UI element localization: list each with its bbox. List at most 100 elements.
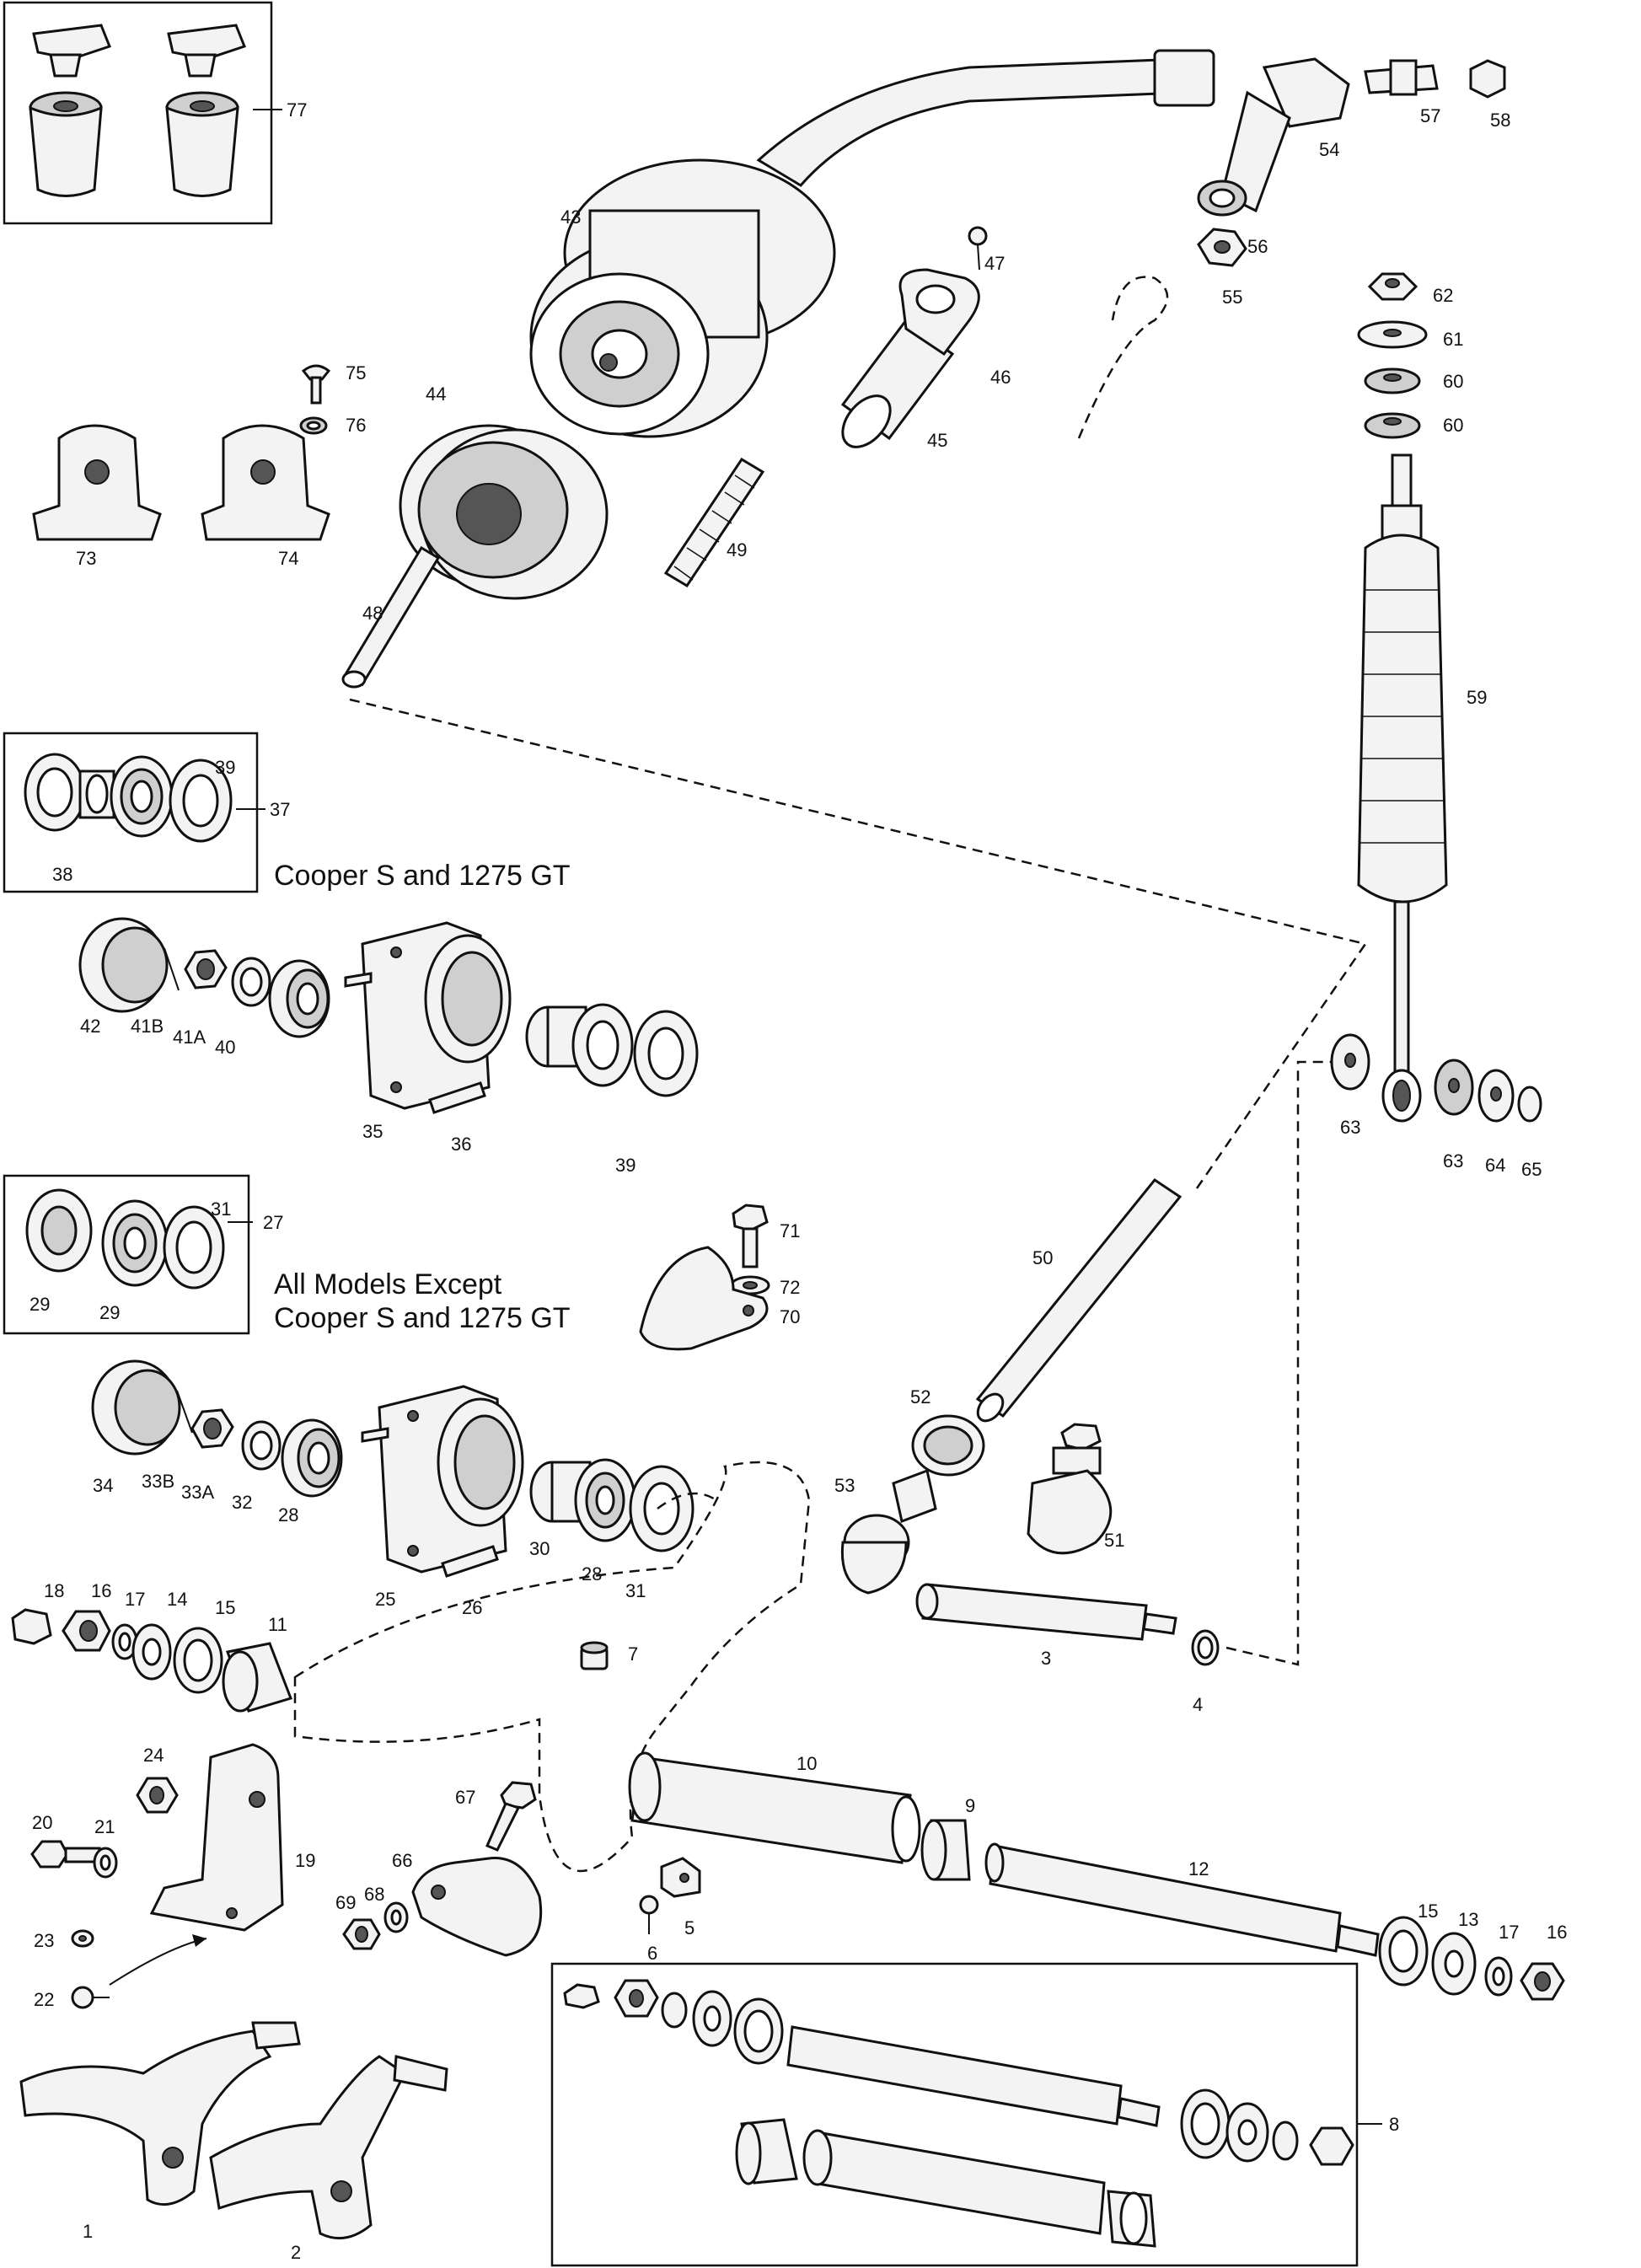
callout-41B: 41B [131,1016,164,1037]
part-13-washer [1431,1932,1477,1996]
part-77-bump-rubbers [29,24,246,197]
callout-39-inset: 39 [215,757,235,778]
part-53-ball-pin [840,1468,937,1595]
part-41A-nut [184,949,228,989]
part-4-circlip [1191,1629,1220,1666]
callout-43: 43 [560,206,581,228]
callout-75: 75 [346,362,366,383]
callout-68: 68 [364,1884,384,1905]
part-71-bolt [732,1204,769,1268]
part-61-washer [1357,320,1428,349]
callout-16-left: 16 [91,1580,111,1601]
callout-57: 57 [1420,105,1440,126]
callout-59: 59 [1467,687,1487,708]
inset-box-37 [3,732,259,893]
callout-60-lower: 60 [1443,415,1463,436]
part-1-lower-arm [19,2021,301,2206]
part-22-screw [71,1986,110,2009]
callout-61: 61 [1443,329,1463,350]
part-33B-split-pin [176,1390,193,1434]
callout-45: 45 [927,430,947,451]
callout-49: 49 [727,539,747,560]
part-11-bush [222,1642,292,1713]
callout-35: 35 [362,1121,383,1142]
callout-36: 36 [451,1134,471,1155]
part-51-ball-joint [1027,1423,1113,1555]
callout-5: 5 [684,1917,694,1938]
part-60-bush-lower [1364,412,1421,439]
part-16-nut-right [1520,1962,1565,2001]
part-62-nut [1367,272,1418,301]
part-15-seal-right [1378,1916,1429,1987]
callout-63-left: 63 [1340,1117,1360,1138]
callout-4: 4 [1193,1694,1203,1715]
caption-all-models: All Models Except [274,1268,502,1300]
callout-55: 55 [1222,287,1242,308]
callout-41A: 41A [173,1027,206,1048]
callout-71: 71 [780,1220,800,1241]
callout-26: 26 [462,1597,482,1618]
callout-76: 76 [346,415,366,436]
part-70-cover [639,1246,769,1351]
inset-box-77 [3,1,273,225]
inset-box-8 [550,1962,1359,2267]
part-60-bush-upper [1364,367,1421,394]
caption-cooper-s-2: Cooper S and 1275 GT [274,1302,571,1334]
part-6-screw [639,1895,659,1934]
callout-48: 48 [362,603,383,624]
arrow-to-19 [109,1938,207,1986]
part-63-washer-left [1330,1033,1370,1091]
part-27-bearing-set [25,1188,225,1289]
part-26-stud [441,1545,499,1578]
callout-77: 77 [287,99,307,121]
part-74-bracket [201,424,330,541]
callout-70: 70 [780,1306,800,1327]
callout-18: 18 [44,1580,64,1601]
callout-42: 42 [80,1016,100,1037]
callout-17-right: 17 [1499,1922,1519,1943]
callout-29-right: 29 [99,1302,120,1323]
part-39-bearing-set [525,1003,699,1097]
callout-19: 19 [295,1850,315,1871]
callout-74: 74 [278,548,298,569]
part-57-valve [1364,59,1439,96]
part-55-nut [1197,228,1247,267]
callout-62: 62 [1433,285,1453,306]
part-40-washer [231,957,271,1007]
callout-66: 66 [392,1850,412,1871]
part-39-bearing-upper [268,959,330,1038]
part-19-plate [149,1743,284,1932]
callout-51: 51 [1104,1530,1124,1551]
callout-29-left: 29 [29,1294,50,1315]
callout-10: 10 [796,1753,817,1774]
callout-7: 7 [628,1643,638,1665]
link-dashed-4 [1225,1060,1332,1666]
callout-28-set: 28 [582,1563,602,1584]
part-69-nut [342,1918,381,1950]
callout-37: 37 [270,799,290,820]
part-49-spring [663,457,765,588]
callout-50: 50 [1032,1247,1053,1268]
part-58-cap [1469,59,1506,99]
part-63-washer-right [1434,1059,1474,1116]
part-76-washer [299,416,328,435]
part-47-screw [968,226,988,271]
callout-22: 22 [34,1989,54,2010]
callout-8: 8 [1389,2114,1399,2135]
callout-9: 9 [965,1795,975,1816]
part-18-grease-nipple [11,1608,52,1645]
part-54-union [1220,57,1350,213]
callout-12: 12 [1188,1858,1209,1879]
callout-46: 46 [990,367,1011,388]
part-16-nut-left [62,1610,111,1652]
part-32-washer [241,1420,282,1471]
part-37-bearing-set [24,753,233,843]
callout-31-inset: 31 [211,1198,231,1220]
part-35-hub [344,921,512,1110]
callout-34: 34 [93,1475,113,1496]
part-14-washer [131,1623,172,1681]
callout-65: 65 [1521,1159,1542,1180]
callout-24: 24 [143,1745,164,1766]
callout-58: 58 [1490,110,1510,131]
part-20-bolt [30,1840,101,1869]
